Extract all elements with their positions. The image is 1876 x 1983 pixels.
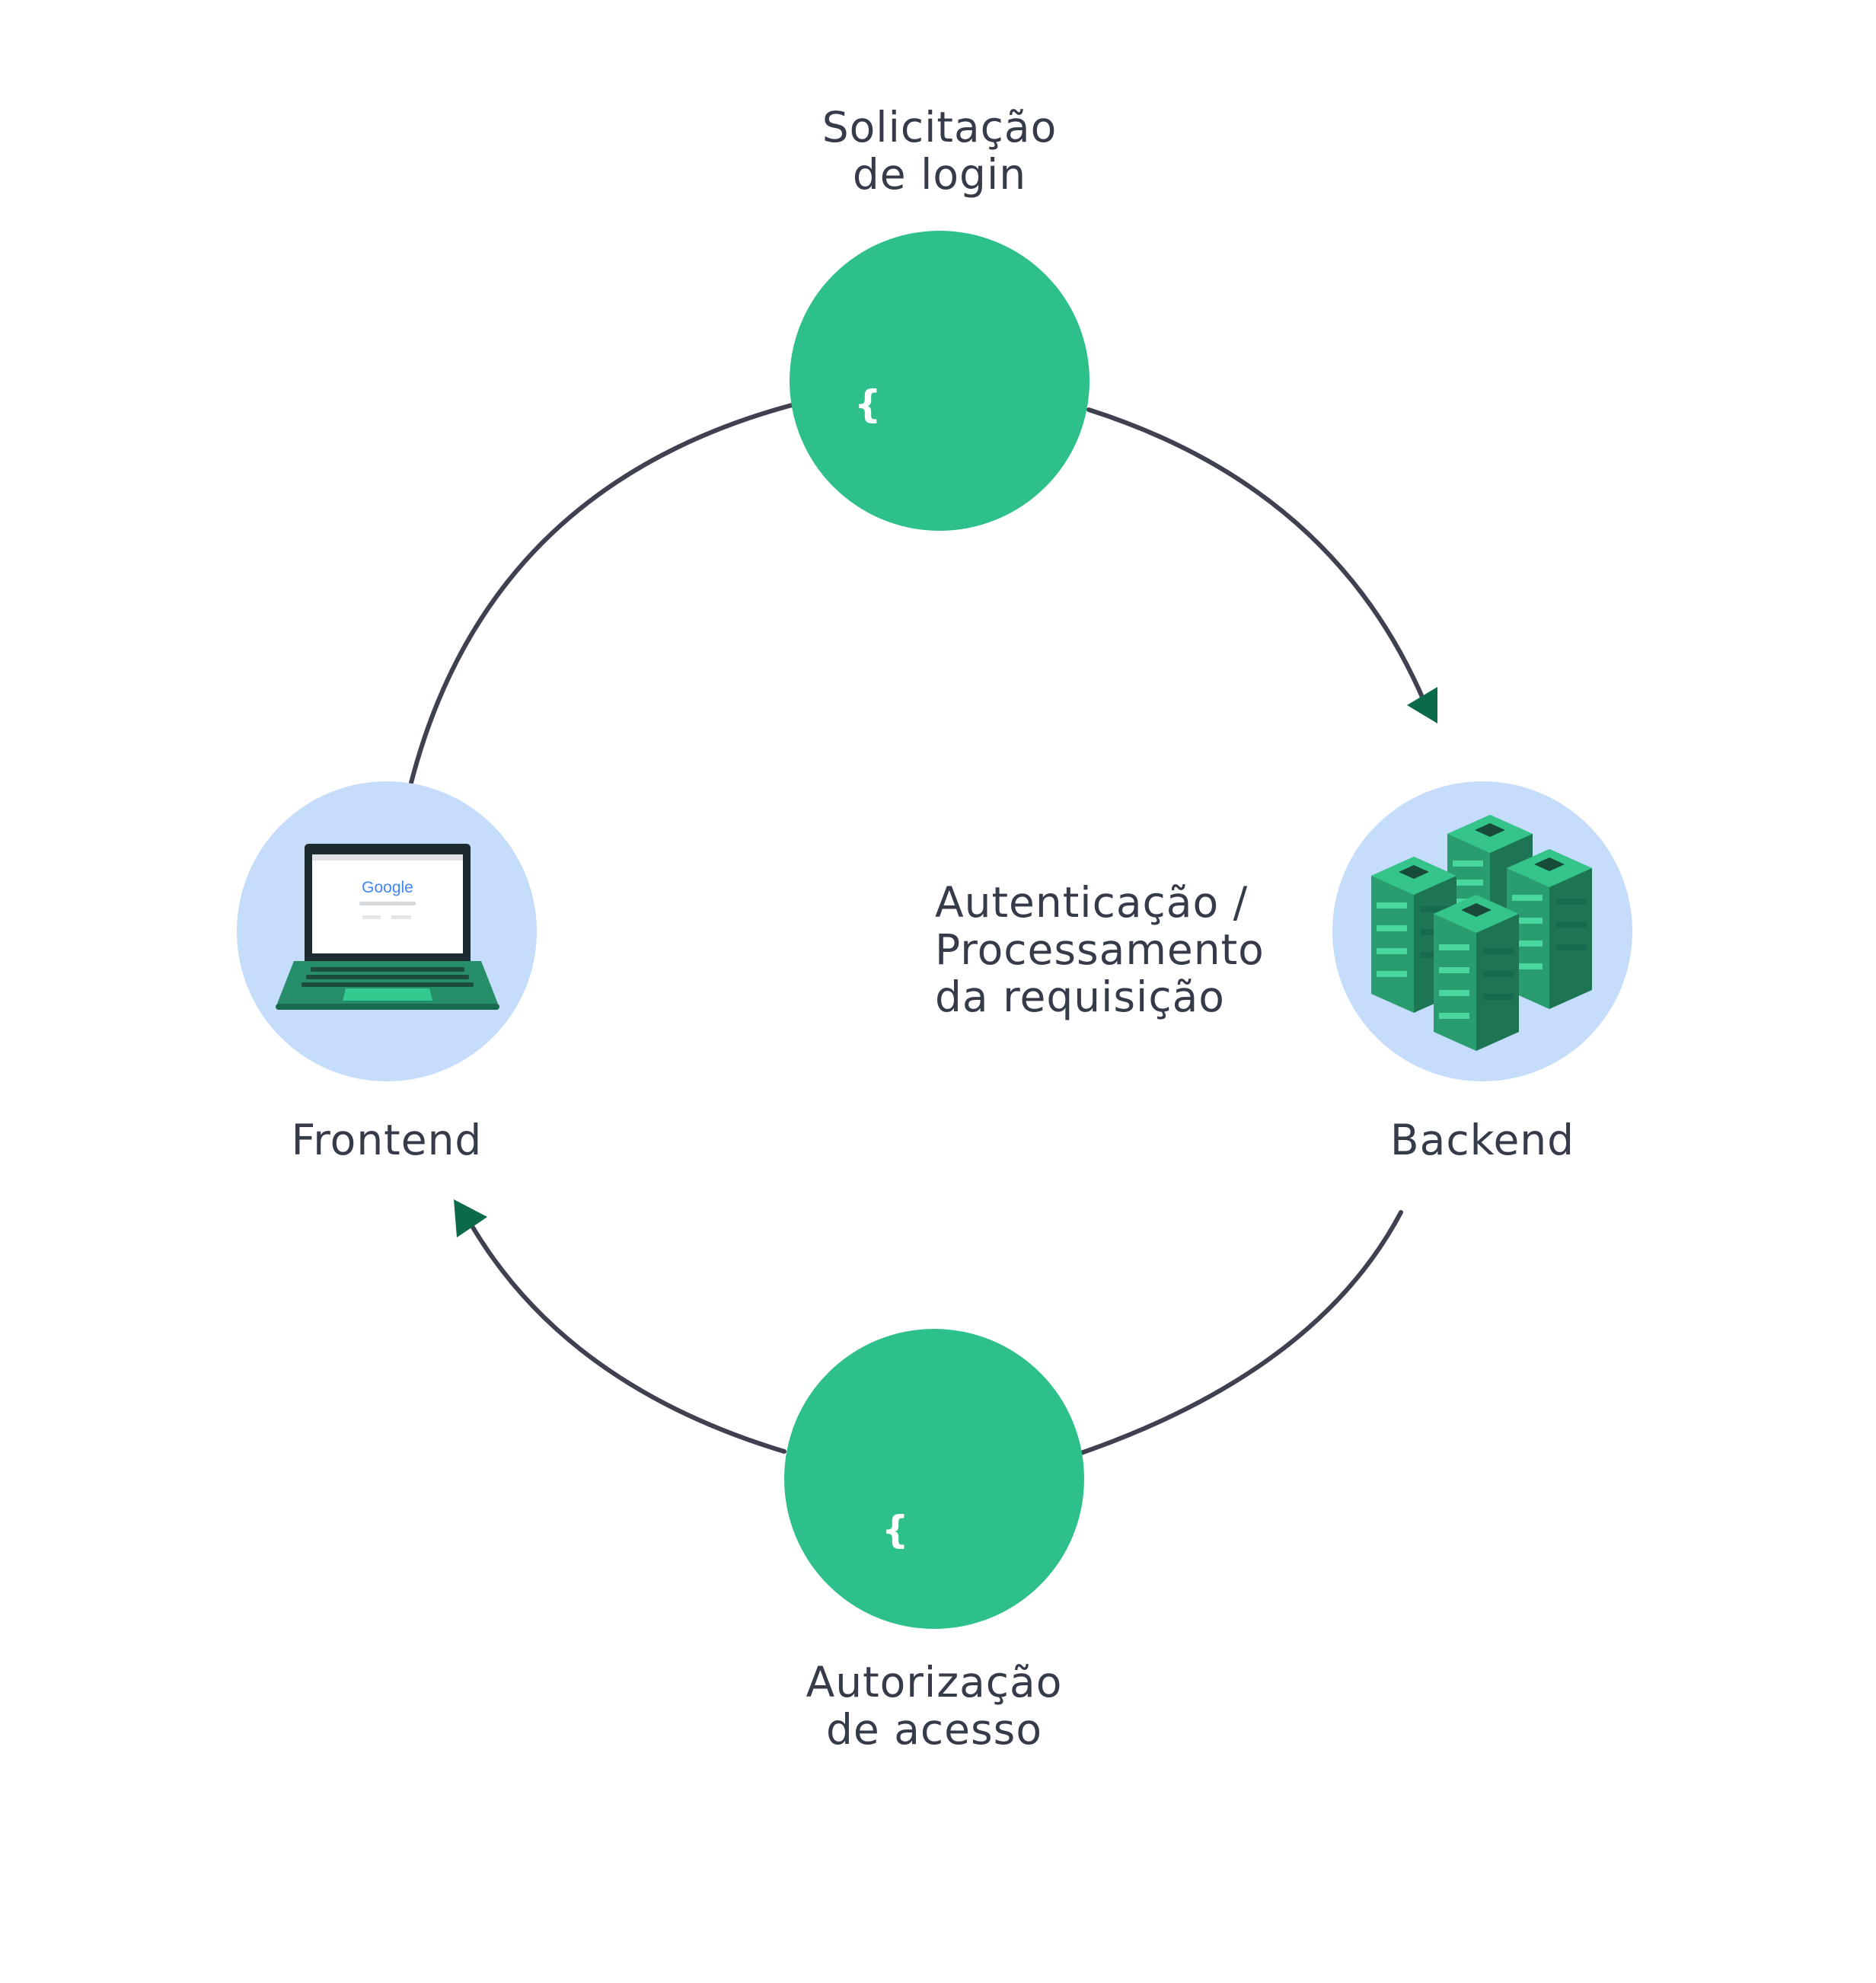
arrowhead-to-backend bbox=[1407, 687, 1437, 723]
diagram-canvas: Google bbox=[237, 231, 1632, 1629]
connector-backend-to-authorization bbox=[1079, 1210, 1403, 1455]
backend-label: Backend bbox=[1389, 1116, 1575, 1164]
access-authorization-label: Autorização de acesso bbox=[782, 1659, 1086, 1753]
code-login-field: login, bbox=[865, 542, 987, 586]
login-request-bubble bbox=[790, 231, 1090, 531]
laptop-icon: Google bbox=[276, 844, 499, 1010]
authentication-note: Autenticação / Processamento da requisiç… bbox=[935, 879, 1265, 1020]
authentication-note-line3: da requisição bbox=[935, 972, 1225, 1021]
token-field: token bbox=[892, 1668, 1014, 1712]
access-authorization-label-line2: de acesso bbox=[826, 1705, 1042, 1754]
token-close-brace: } bbox=[882, 1828, 909, 1872]
code-close-brace: } bbox=[854, 862, 882, 906]
frontend-label: Frontend bbox=[291, 1116, 483, 1164]
connector-request-to-backend bbox=[1086, 407, 1426, 703]
server-rack-icon bbox=[1371, 815, 1592, 1051]
connector-frontend-to-request bbox=[409, 403, 794, 785]
code-open-brace: { bbox=[854, 382, 882, 426]
access-token-bubble bbox=[784, 1329, 1084, 1629]
code-password-field: password bbox=[865, 702, 1071, 746]
login-request-label-line1: Solicitação bbox=[822, 103, 1058, 152]
login-request-code: { login, password } bbox=[854, 271, 1070, 1017]
authentication-note-line2: Processamento bbox=[935, 925, 1265, 974]
connector-authorization-to-frontend bbox=[470, 1224, 786, 1454]
token-open-brace: { bbox=[882, 1508, 909, 1552]
login-request-label-line2: de login bbox=[852, 150, 1027, 199]
access-token-code: { token } bbox=[882, 1397, 1014, 1983]
access-authorization-label-line1: Autorização bbox=[806, 1658, 1063, 1707]
auth-flow-diagram: Google bbox=[237, 104, 1632, 1753]
laptop-screen-logo: Google bbox=[362, 879, 413, 896]
arrowhead-to-frontend bbox=[454, 1199, 487, 1237]
authentication-note-line1: Autenticação / bbox=[935, 878, 1249, 927]
login-request-label: Solicitação de login bbox=[787, 104, 1092, 198]
